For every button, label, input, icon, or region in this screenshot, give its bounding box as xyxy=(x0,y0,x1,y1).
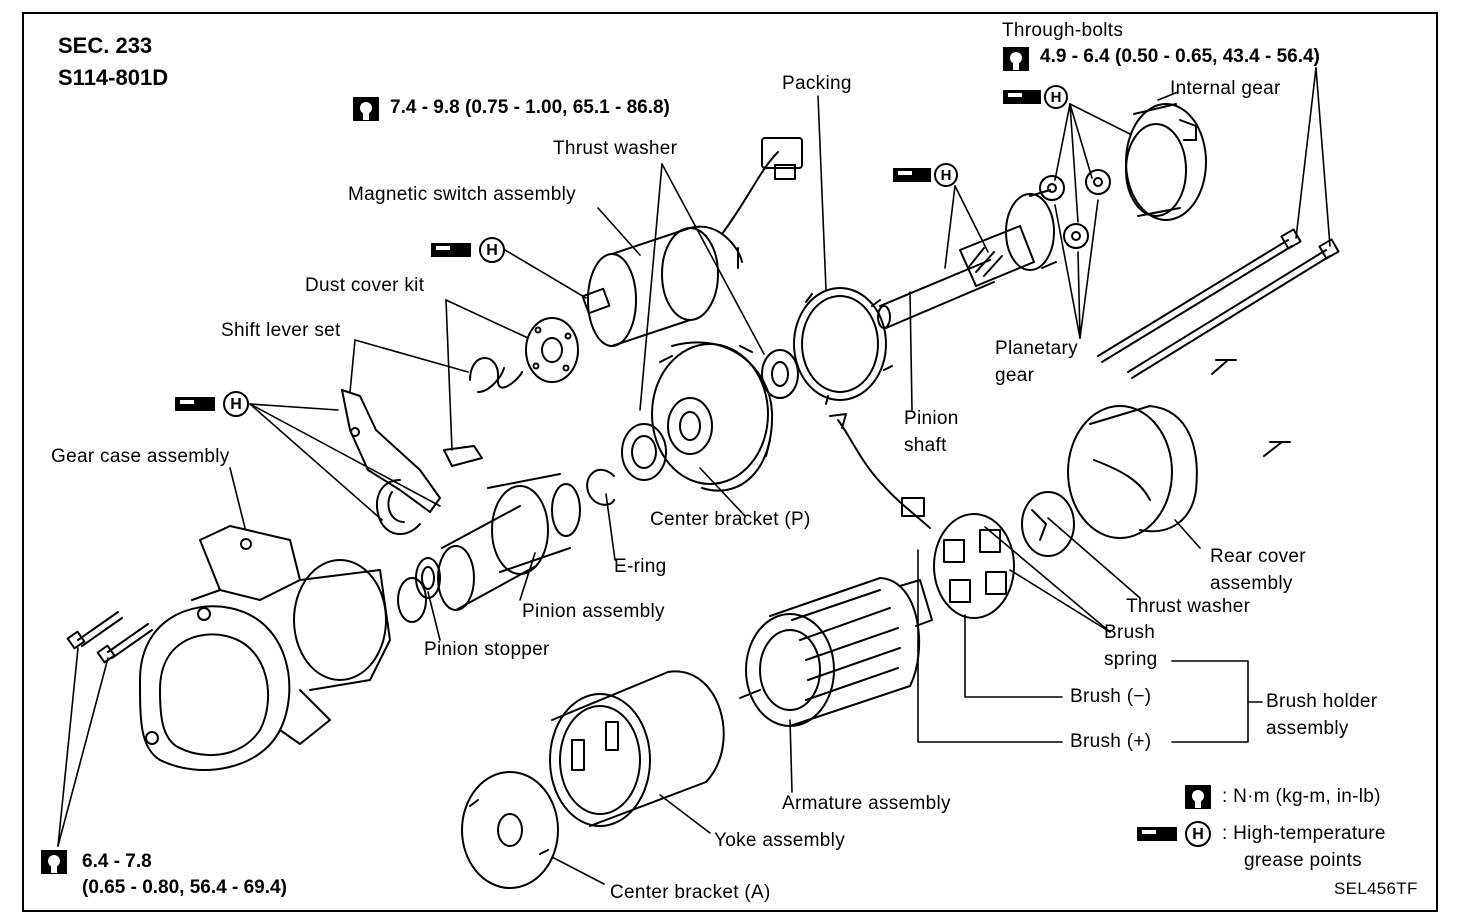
shift-lever xyxy=(341,389,441,535)
rear-cover xyxy=(1067,405,1198,539)
label-gear-case: Gear case assembly xyxy=(51,446,230,467)
label-e-ring: E-ring xyxy=(614,556,667,577)
label-shift-lever-set: Shift lever set xyxy=(221,320,341,341)
rear-thrust-washer xyxy=(1021,491,1075,557)
torque-wrench-icon xyxy=(1185,785,1211,809)
label-pinion-stopper: Pinion stopper xyxy=(424,639,550,660)
label-rear-cover-line2: assembly xyxy=(1210,573,1293,594)
label-armature: Armature assembly xyxy=(782,793,951,814)
packing xyxy=(761,287,893,405)
yoke xyxy=(549,670,725,827)
diagram-frame xyxy=(22,12,1438,912)
label-dust-cover-kit: Dust cover kit xyxy=(305,275,425,296)
label-rear-cover-line1: Rear cover xyxy=(1210,546,1306,567)
torque-through-bolts: 4.9 - 6.4 (0.50 - 0.65, 43.4 - 56.4) xyxy=(1040,46,1320,67)
internal-gear xyxy=(1125,103,1207,221)
torque-wrench-icon xyxy=(1003,47,1029,71)
label-packing: Packing xyxy=(782,73,852,94)
grease-gun-icon: H xyxy=(431,237,505,263)
label-brush-holder-line1: Brush holder xyxy=(1266,691,1378,712)
leader-lines xyxy=(57,67,1331,885)
center-bracket-p xyxy=(651,341,774,492)
gear-case xyxy=(139,525,391,771)
legend-grease-line1: : High-temperature xyxy=(1222,823,1386,844)
label-pinion-shaft-line1: Pinion xyxy=(904,408,959,429)
label-thrust-washer-rear: Thrust washer xyxy=(1126,596,1251,617)
label-brush-holder-line2: assembly xyxy=(1266,718,1349,739)
gear-case-bolts xyxy=(66,611,153,664)
label-pinion-shaft-line2: shaft xyxy=(904,435,947,456)
label-planetary-gear-line2: gear xyxy=(995,365,1035,386)
figure-code: SEL456TF xyxy=(1334,879,1418,898)
legend-torque-units: : N·m (kg-m, in-lb) xyxy=(1222,786,1381,807)
label-internal-gear: Internal gear xyxy=(1170,78,1281,99)
label-magnetic-switch: Magnetic switch assembly xyxy=(348,184,576,205)
label-center-bracket-a: Center bracket (A) xyxy=(610,882,771,903)
torque-magnetic-switch: 7.4 - 9.8 (0.75 - 1.00, 65.1 - 86.8) xyxy=(390,97,670,118)
svg-text:H: H xyxy=(230,396,242,413)
torque-wrench-icon xyxy=(41,850,67,874)
svg-text:H: H xyxy=(941,167,952,184)
grease-gun-icon: H xyxy=(1003,85,1068,109)
grease-gun-icon: H xyxy=(1137,821,1211,847)
label-pinion-assembly: Pinion assembly xyxy=(522,601,665,622)
label-brush-spring-line2: spring xyxy=(1104,649,1158,670)
svg-text:H: H xyxy=(486,242,498,259)
armature xyxy=(739,577,933,727)
label-planetary-gear-line1: Planetary xyxy=(995,338,1078,359)
legend-grease-line2: grease points xyxy=(1244,850,1362,871)
model-number: S114-801D xyxy=(58,65,169,90)
section-number: SEC. 233 xyxy=(58,33,153,58)
brush-holder xyxy=(829,413,1015,619)
magnetic-switch xyxy=(581,137,803,347)
pinion-shaft xyxy=(877,189,1057,329)
svg-text:H: H xyxy=(1051,89,1062,106)
pinion-parts xyxy=(397,423,667,623)
through-bolts-label: Through-bolts xyxy=(1002,20,1124,41)
grease-gun-icon: H xyxy=(893,163,958,187)
center-bracket-a xyxy=(461,771,559,889)
through-bolts xyxy=(1097,228,1340,457)
label-brush-minus: Brush (−) xyxy=(1070,686,1152,707)
torque-wrench-icon xyxy=(353,97,379,121)
label-yoke: Yoke assembly xyxy=(714,830,845,851)
dust-cover xyxy=(443,317,579,467)
label-thrust-washer-top: Thrust washer xyxy=(553,138,678,159)
label-brush-spring-line1: Brush xyxy=(1104,622,1156,643)
grease-gun-icon: H xyxy=(175,391,249,417)
label-brush-plus: Brush (+) xyxy=(1070,731,1152,752)
planetary-gears xyxy=(1039,169,1111,249)
label-center-bracket-p: Center bracket (P) xyxy=(650,509,811,530)
svg-text:H: H xyxy=(1192,826,1204,843)
torque-gear-case-line1: 6.4 - 7.8 xyxy=(82,851,152,872)
torque-gear-case-line2: (0.65 - 0.80, 56.4 - 69.4) xyxy=(82,877,287,898)
